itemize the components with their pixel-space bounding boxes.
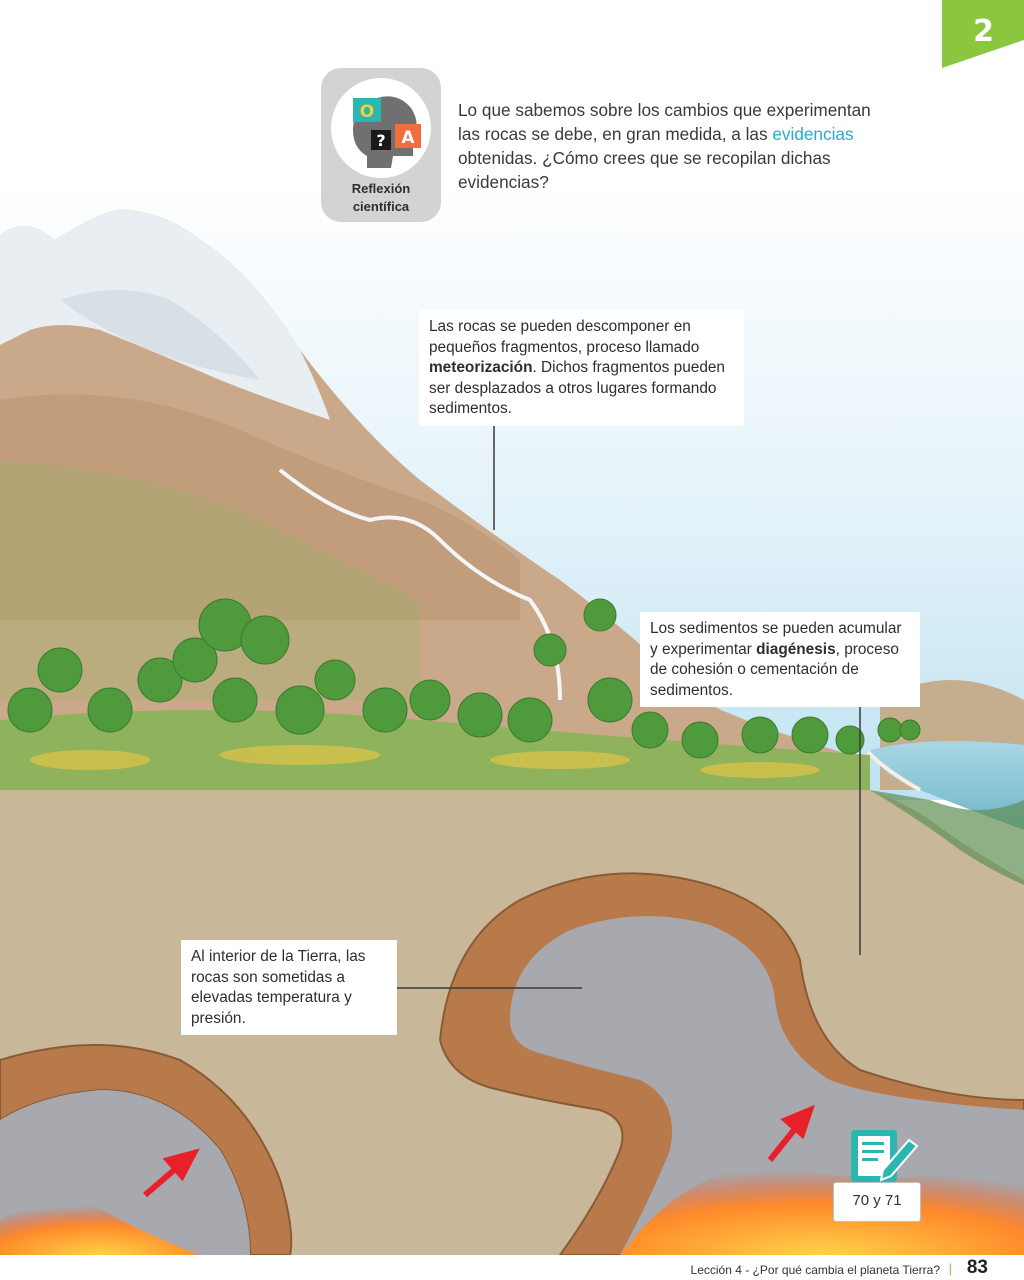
term-meteorizacion: meteorización: [429, 359, 533, 376]
page-footer: Lección 4 - ¿Por qué cambia el planeta T…: [0, 1255, 1024, 1280]
evidencias-link[interactable]: evidencias: [772, 124, 854, 144]
pressure-arrow-left: [143, 1148, 200, 1198]
term-diagenesis: diagénesis: [756, 640, 836, 658]
svg-text:O: O: [360, 102, 374, 122]
callout-interior: Al interior de la Tierra, las rocas son …: [181, 940, 397, 1035]
intro-question: Lo que sabemos sobre los cambios que exp…: [458, 100, 871, 192]
pressure-arrow-right: [767, 1104, 815, 1162]
callout-diagenesis: Los sedimentos se pueden acumular y expe…: [640, 612, 920, 707]
footer-separator: |: [948, 1261, 952, 1276]
head-icon: O A ?: [331, 78, 431, 178]
page-number: 83: [966, 1257, 988, 1278]
tree-cluster: [7, 598, 921, 759]
sea: [870, 741, 1024, 830]
callout-weathering: Las rocas se pueden descomponer en peque…: [419, 310, 744, 426]
svg-text:?: ?: [376, 131, 385, 150]
reflexion-label: Reflexión científica: [351, 181, 411, 214]
svg-text:A: A: [401, 128, 415, 148]
unit-number: 2: [973, 14, 994, 49]
activity-book-link[interactable]: 70 y 71: [831, 1126, 921, 1224]
grassland: [0, 710, 870, 800]
activity-pages: 70 y 71: [833, 1182, 921, 1222]
reflexion-cientifica-badge: O A ? Reflexión científica: [321, 68, 441, 222]
unit-tab: 2: [942, 0, 1024, 68]
lesson-title: Lección 4 - ¿Por qué cambia el planeta T…: [690, 1263, 940, 1277]
notebook-pencil-icon: [851, 1130, 919, 1182]
